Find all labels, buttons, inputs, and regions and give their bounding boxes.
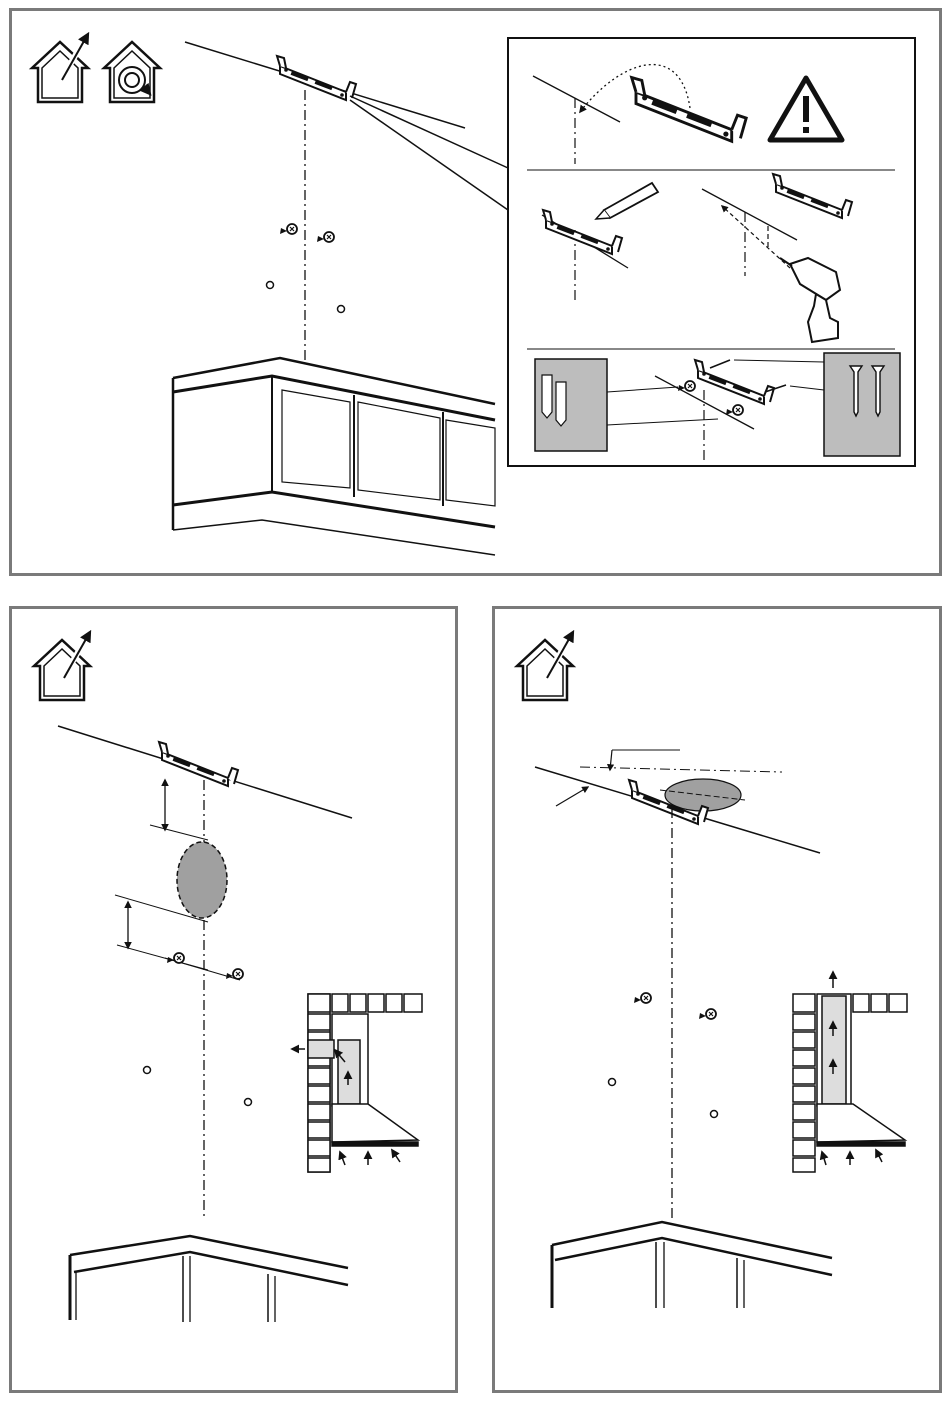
wall-bracket (159, 742, 238, 786)
kitchen-cabinet (552, 1222, 832, 1308)
icon-ducted-mode (32, 34, 88, 102)
duct-out-house-icon (517, 632, 573, 700)
hood-top-outlet-sketch (793, 972, 907, 1172)
duct-hole-rear (177, 842, 227, 918)
recirculation-house-icon (104, 42, 160, 102)
kitchen-cabinet (173, 358, 495, 555)
duct-out-house-icon (34, 632, 90, 700)
kitchen-cabinet (70, 1236, 348, 1322)
wall-bracket (277, 56, 356, 100)
hood-rear-outlet-sketch (292, 994, 422, 1172)
